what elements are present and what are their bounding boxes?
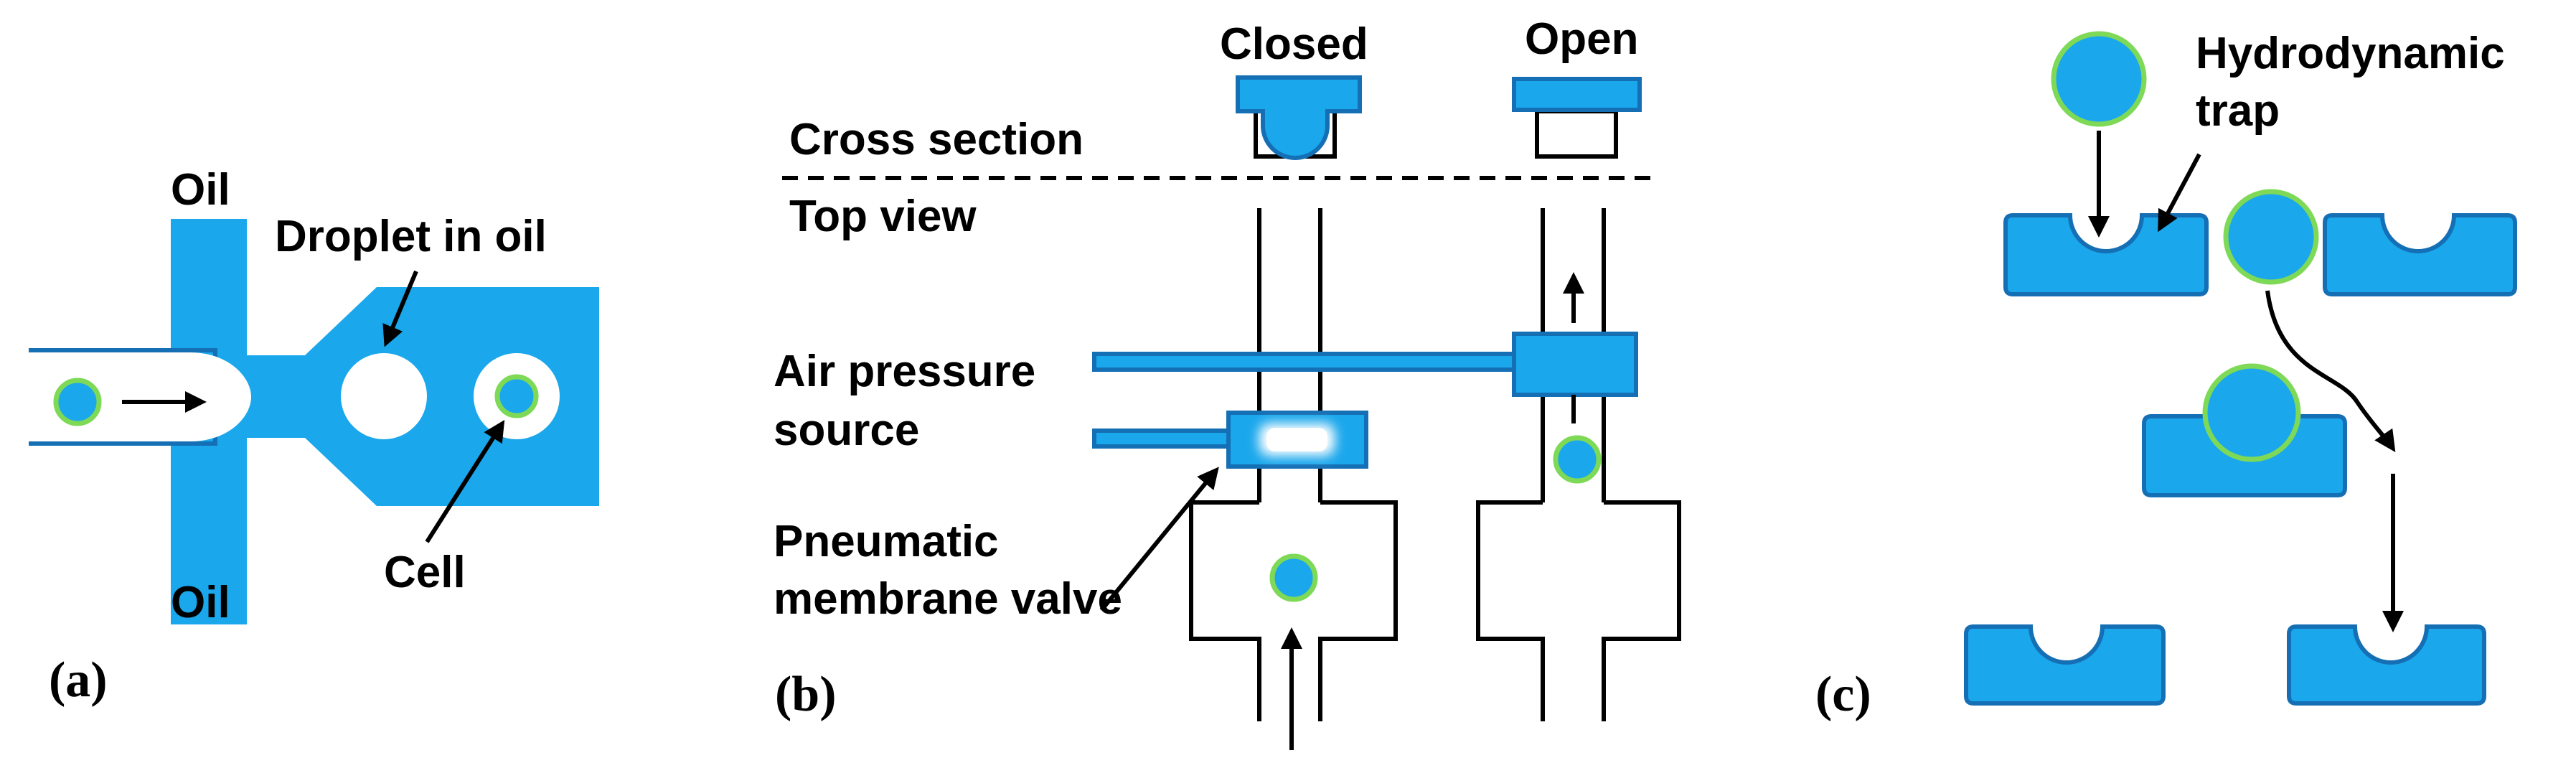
droplet-pointer-arrow — [382, 270, 418, 347]
pressurized-membrane — [1266, 428, 1327, 451]
valve-label-1: Pneumatic — [774, 517, 999, 566]
trap-pointer-arrow — [2158, 153, 2201, 233]
oil-bottom-label: Oil — [171, 578, 230, 627]
trap-label-2: trap — [2196, 86, 2280, 136]
empty-trap-4 — [2287, 624, 2486, 706]
empty-trap-1 — [2003, 213, 2209, 296]
panel-c: Hydrodynamic trap (c) — [1815, 29, 2517, 722]
air-line-open — [1092, 352, 1520, 372]
cell-label: Cell — [384, 548, 466, 597]
blocked-cell — [1269, 553, 1318, 602]
air-pressure-label-2: source — [774, 406, 919, 455]
diverted-cell — [2223, 189, 2319, 285]
cell-pointer-arrow — [425, 419, 505, 543]
cross-section-closed — [1236, 75, 1362, 160]
closed-valve-channel — [1189, 208, 1398, 721]
oil-top-label: Oil — [171, 165, 230, 215]
inlet-cell — [53, 378, 102, 426]
trap-label-1: Hydrodynamic — [2196, 29, 2505, 78]
bypass-arrow — [2265, 290, 2396, 452]
panel-b: Closed Open Cross section Top view Air p… — [774, 14, 1681, 750]
open-valve-chamber — [1512, 332, 1638, 397]
closed-membrane — [1236, 75, 1362, 160]
empty-trap-3 — [1964, 624, 2166, 706]
closed-label: Closed — [1220, 19, 1368, 69]
cross-section-label: Cross section — [789, 115, 1083, 164]
empty-droplet — [341, 353, 427, 439]
valve-pointer-arrow — [1099, 467, 1219, 612]
droplet-cell — [494, 374, 539, 418]
air-line-closed — [1092, 429, 1236, 449]
incoming-cell — [2051, 31, 2147, 127]
open-channel — [1535, 109, 1618, 159]
valve-label-2: membrane valve — [774, 574, 1122, 624]
air-pressure-label-1: Air pressure — [774, 347, 1035, 396]
open-label: Open — [1525, 14, 1638, 64]
panel-b-tag: (b) — [775, 667, 837, 722]
passing-cell — [1553, 435, 1602, 484]
empty-trap-2 — [2323, 213, 2517, 296]
cross-section-open — [1512, 77, 1642, 159]
top-view-label: Top view — [789, 192, 977, 241]
panel-a: Oil Oil Droplet in oil Cell (a) — [29, 165, 599, 708]
open-membrane — [1512, 77, 1642, 112]
open-valve-channel — [1476, 208, 1681, 721]
panel-a-tag: (a) — [49, 652, 108, 708]
panel-c-tag: (c) — [1815, 667, 1871, 722]
droplet-label: Droplet in oil — [275, 212, 547, 261]
trapped-cell — [2202, 363, 2301, 462]
